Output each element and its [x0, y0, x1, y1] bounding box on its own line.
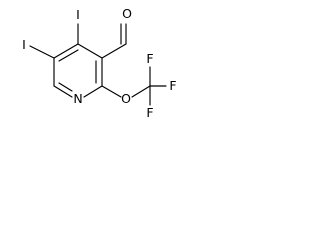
atom-fluorine-top: F — [146, 51, 153, 66]
atom-oxygen-ether: O — [121, 91, 131, 106]
bond-c5-c4-inner — [58, 49, 79, 62]
bond-oxygen-cf3 — [131, 85, 151, 98]
atom-oxygen-carbonyl: O — [122, 6, 132, 21]
atom-iodine-left: I — [22, 37, 26, 52]
atom-fluorine-right: F — [169, 78, 176, 93]
chemical-structure-diagram: I I O N O F F F — [22, 6, 176, 120]
bond-c3-cho — [101, 43, 127, 59]
bond-c2-n1 — [83, 85, 103, 98]
atom-iodine-top: I — [76, 7, 80, 22]
bond-n1-c6-inner — [58, 82, 73, 92]
atom-labels: I I O N O F F F — [22, 6, 176, 120]
bond-c4-c3 — [77, 43, 103, 59]
bond-c5-iodine — [29, 45, 55, 59]
bond-n1-c6 — [53, 85, 73, 98]
atom-fluorine-bottom: F — [146, 105, 153, 120]
bond-c2-oxygen — [101, 85, 122, 98]
bond-c5-c4 — [53, 43, 79, 59]
bonds — [29, 23, 167, 106]
atom-nitrogen: N — [73, 91, 82, 106]
